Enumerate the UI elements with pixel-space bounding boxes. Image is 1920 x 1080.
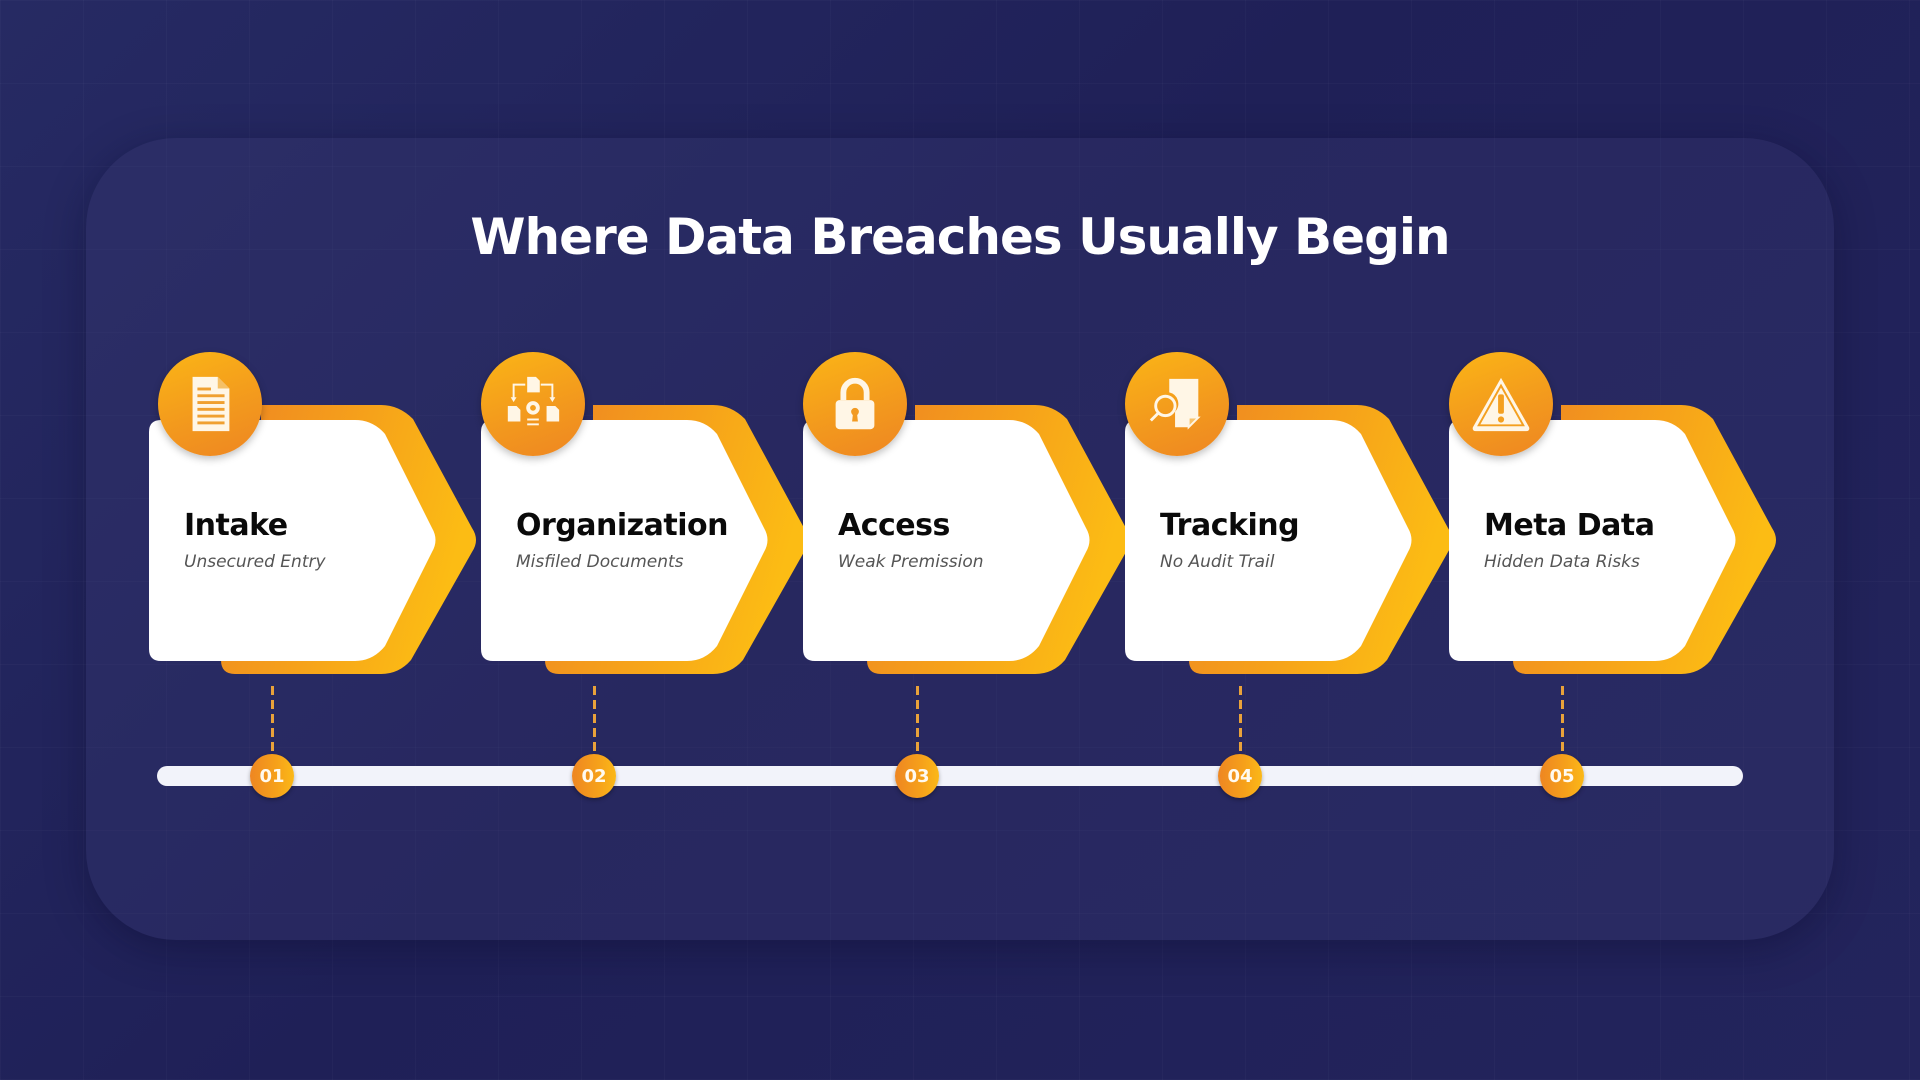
icon-badge bbox=[481, 352, 585, 456]
step-subtitle: Misfiled Documents bbox=[516, 552, 684, 572]
icon-badge bbox=[158, 352, 262, 456]
step-card-meta-data: Meta Data Hidden Data Risks bbox=[1449, 350, 1779, 680]
arrow-card-shape bbox=[1449, 405, 1776, 674]
dashed-connector bbox=[1239, 686, 1242, 752]
step-title: Intake bbox=[184, 508, 288, 543]
step-title: Tracking bbox=[1160, 508, 1300, 543]
step-subtitle: Unsecured Entry bbox=[184, 552, 326, 572]
icon-badge bbox=[803, 352, 907, 456]
dashed-connector bbox=[1561, 686, 1564, 752]
document-search-icon bbox=[1149, 378, 1201, 430]
icon-badge bbox=[1125, 352, 1229, 456]
step-subtitle: Hidden Data Risks bbox=[1484, 552, 1640, 572]
step-title: Organization bbox=[516, 508, 728, 543]
timeline-bar bbox=[157, 766, 1743, 786]
step-subtitle: No Audit Trail bbox=[1160, 552, 1275, 572]
dashed-connector bbox=[271, 686, 274, 752]
dashed-connector bbox=[916, 686, 919, 752]
timeline-marker-03: 03 bbox=[895, 754, 939, 798]
dashed-connector bbox=[593, 686, 596, 752]
arrow-card-shape bbox=[803, 405, 1130, 674]
arrow-card-shape bbox=[1125, 405, 1452, 674]
timeline-marker-02: 02 bbox=[572, 754, 616, 798]
timeline-marker-05: 05 bbox=[1540, 754, 1584, 798]
timeline-marker-01: 01 bbox=[250, 754, 294, 798]
step-title: Meta Data bbox=[1484, 508, 1655, 543]
document-icon bbox=[192, 376, 230, 432]
step-card-organization: Organization Misfiled Documents bbox=[481, 350, 811, 680]
step-title: Access bbox=[838, 508, 950, 543]
arrow-card-shape bbox=[149, 405, 476, 674]
icon-badge bbox=[1449, 352, 1553, 456]
step-subtitle: Weak Premission bbox=[838, 552, 984, 572]
warning-icon bbox=[1472, 377, 1530, 432]
page-title: Where Data Breaches Usually Begin bbox=[470, 208, 1450, 266]
step-card-access: Access Weak Premission bbox=[803, 350, 1133, 680]
step-card-intake: Intake Unsecured Entry bbox=[149, 350, 479, 680]
document-workflow-icon bbox=[507, 376, 560, 426]
step-card-tracking: Tracking No Audit Trail bbox=[1125, 350, 1455, 680]
arrow-card-shape bbox=[481, 405, 808, 674]
timeline-marker-04: 04 bbox=[1218, 754, 1262, 798]
padlock-icon bbox=[835, 377, 875, 430]
